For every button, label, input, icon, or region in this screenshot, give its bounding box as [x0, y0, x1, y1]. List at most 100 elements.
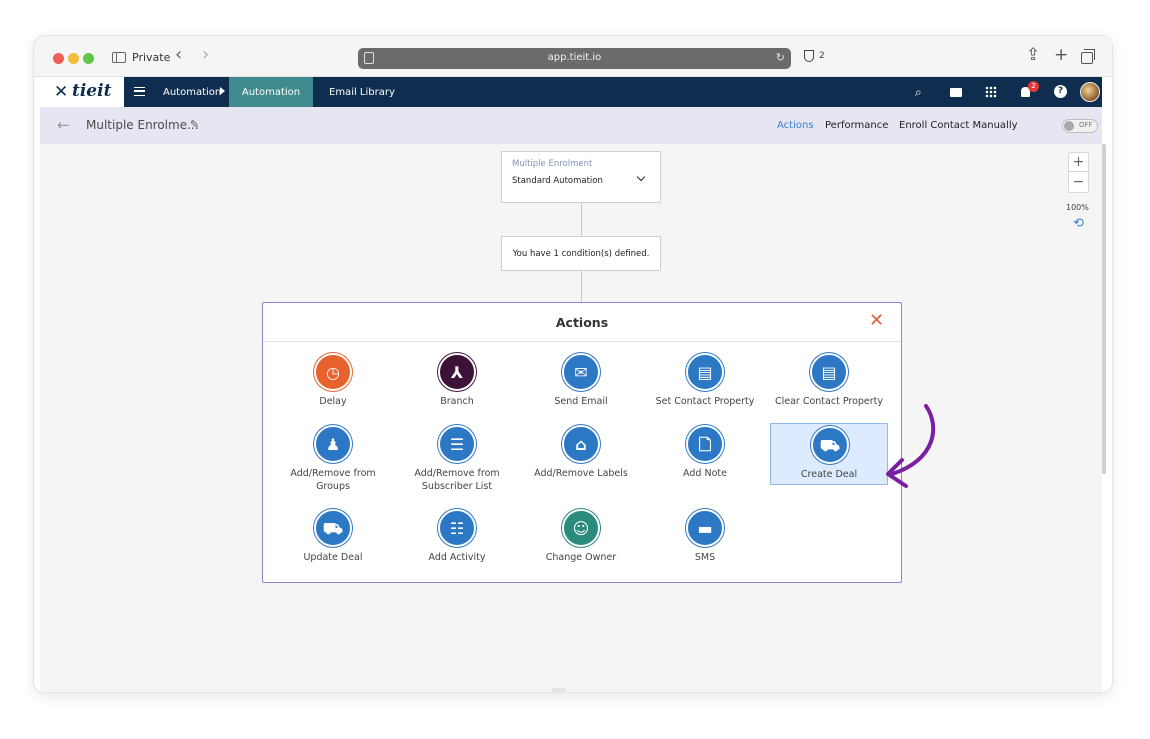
action-labels[interactable]: ⌂ Add/Remove Labels [522, 425, 640, 487]
tab-performance[interactable]: Performance [825, 120, 889, 131]
notification-badge: 2 [1028, 81, 1039, 92]
back-arrow-icon[interactable]: ← [57, 116, 70, 134]
label-icon: ⌂ [562, 425, 600, 463]
action-sms[interactable]: ▬ SMS [646, 509, 764, 571]
action-label: Set Contact Property [655, 396, 755, 407]
action-label: Clear Contact Property [774, 396, 884, 407]
action-set-contact-property[interactable]: ▤ Set Contact Property [646, 353, 764, 415]
action-add-activity[interactable]: ☷ Add Activity [398, 509, 516, 571]
new-tab-icon[interactable]: + [1054, 45, 1069, 65]
enroll-contact-link[interactable]: Enroll Contact Manually [899, 120, 1018, 131]
vertical-scrollbar[interactable] [1102, 144, 1106, 474]
pencil-icon[interactable]: ✎ [190, 118, 200, 131]
connector-line [581, 203, 582, 236]
list-icon: ☰ [438, 425, 476, 463]
tab-email-library[interactable]: Email Library [329, 87, 395, 98]
action-label: Branch [440, 396, 474, 407]
tab-automation[interactable]: Automation [229, 77, 313, 112]
action-send-email[interactable]: ✉ Send Email [522, 353, 640, 415]
page-icon [364, 52, 374, 64]
action-label: Add/Remove from Subscriber List [414, 468, 500, 492]
briefcase-update-icon: ⛟ [314, 509, 352, 547]
address-bar[interactable]: app.tieit.io ↻ [358, 48, 791, 69]
tab-automation-label: Automation [241, 87, 301, 98]
connector-line [581, 271, 582, 303]
bell-icon[interactable] [1021, 87, 1030, 97]
forward-icon[interactable]: › [202, 44, 210, 65]
shield-icon[interactable] [804, 50, 814, 62]
action-label: Change Owner [545, 552, 617, 563]
url-text: app.tieit.io [547, 52, 602, 63]
zoom-level: 100% [1066, 203, 1089, 212]
browser-window: Private ‹ › app.tieit.io ↻ 2 ⇪ + ✕ tieit… [34, 36, 1112, 692]
trigger-node[interactable]: Multiple Enrolment Standard Automation [501, 151, 661, 203]
logo[interactable]: ✕ tieit [40, 77, 124, 107]
owner-icon: ☺ [562, 509, 600, 547]
close-icon[interactable]: ✕ [869, 310, 885, 331]
zoom-controls: + − [1068, 152, 1089, 193]
action-label: Delay [319, 396, 347, 407]
search-icon[interactable]: ⌕ [915, 85, 922, 99]
actions-modal: Actions ✕ ◷ Delay ⅄ Branch ✉ Send Email … [262, 302, 902, 583]
hamburger-menu-icon[interactable] [134, 87, 145, 96]
action-branch[interactable]: ⅄ Branch [398, 353, 516, 415]
contact-card-clear-icon: ▤ [810, 353, 848, 391]
breadcrumb-automation[interactable]: Automation [163, 87, 222, 98]
action-label: Add Activity [428, 552, 486, 563]
sms-icon: ▬ [686, 509, 724, 547]
action-label: Update Deal [303, 552, 363, 563]
toggle-knob [1064, 121, 1074, 131]
zoom-out-button[interactable]: − [1072, 174, 1085, 190]
modal-title: Actions [555, 315, 609, 330]
shield-count: 2 [819, 51, 825, 61]
action-add-note[interactable]: 🗋 Add Note [646, 425, 764, 487]
action-update-deal[interactable]: ⛟ Update Deal [274, 509, 392, 571]
minimize-window-button[interactable] [68, 53, 79, 64]
avatar[interactable] [1080, 82, 1100, 102]
annotation-arrow-icon [886, 404, 936, 488]
help-icon[interactable]: ? [1054, 85, 1067, 98]
delay-icon: ◷ [314, 353, 352, 391]
automation-toggle[interactable]: OFF [1062, 119, 1098, 133]
sidebar-toggle-icon[interactable] [112, 52, 126, 63]
condition-node[interactable]: You have 1 condition(s) defined. [501, 236, 661, 271]
back-icon[interactable]: ‹ [175, 44, 183, 65]
note-icon: 🗋 [686, 425, 724, 463]
contact-card-icon: ▤ [686, 353, 724, 391]
action-change-owner[interactable]: ☺ Change Owner [522, 509, 640, 571]
action-groups[interactable]: ♟ Add/Remove from Groups [274, 425, 392, 495]
maximize-window-button[interactable] [83, 53, 94, 64]
logo-mark-icon: ✕ [54, 82, 69, 102]
automation-subheader: ← Multiple Enrolme... ✎ Actions Performa… [40, 107, 1102, 144]
activity-icon: ☷ [438, 509, 476, 547]
action-create-deal[interactable]: ⛟ Create Deal [770, 423, 888, 485]
action-label: Add/Remove Labels [534, 468, 628, 479]
action-subscriber-list[interactable]: ☰ Add/Remove from Subscriber List [398, 425, 516, 495]
trigger-type: Standard Automation [512, 176, 603, 186]
canvas-handle [552, 688, 566, 692]
action-label: Create Deal [800, 469, 858, 480]
close-window-button[interactable] [53, 53, 64, 64]
app-header: ✕ tieit Automation Automation Email Libr… [40, 77, 1102, 112]
action-label: Send Email [554, 396, 608, 407]
action-delay[interactable]: ◷ Delay [274, 353, 392, 415]
trigger-name: Multiple Enrolment [512, 159, 593, 169]
browser-toolbar: Private ‹ › app.tieit.io ↻ 2 ⇪ + [34, 36, 1112, 77]
logo-text: tieit [72, 81, 112, 101]
zoom-in-button[interactable]: + [1069, 153, 1088, 172]
tabs-overview-icon[interactable] [1081, 49, 1095, 64]
tab-actions[interactable]: Actions [777, 120, 814, 131]
action-clear-contact-property[interactable]: ▤ Clear Contact Property [770, 353, 888, 415]
apps-grid-icon[interactable] [985, 86, 997, 98]
share-icon[interactable]: ⇪ [1026, 45, 1041, 65]
caret-right-icon [220, 87, 225, 95]
reset-zoom-icon[interactable]: ⟲ [1073, 216, 1084, 231]
action-label: SMS [694, 552, 716, 563]
action-label: Add Note [683, 468, 727, 479]
action-label: Add/Remove from Groups [290, 468, 376, 492]
condition-text: You have 1 condition(s) defined. [512, 249, 650, 259]
mail-icon[interactable] [950, 88, 962, 97]
briefcase-icon: ⛟ [811, 426, 849, 464]
chevron-down-icon[interactable] [636, 172, 646, 182]
reload-icon[interactable]: ↻ [775, 51, 785, 64]
